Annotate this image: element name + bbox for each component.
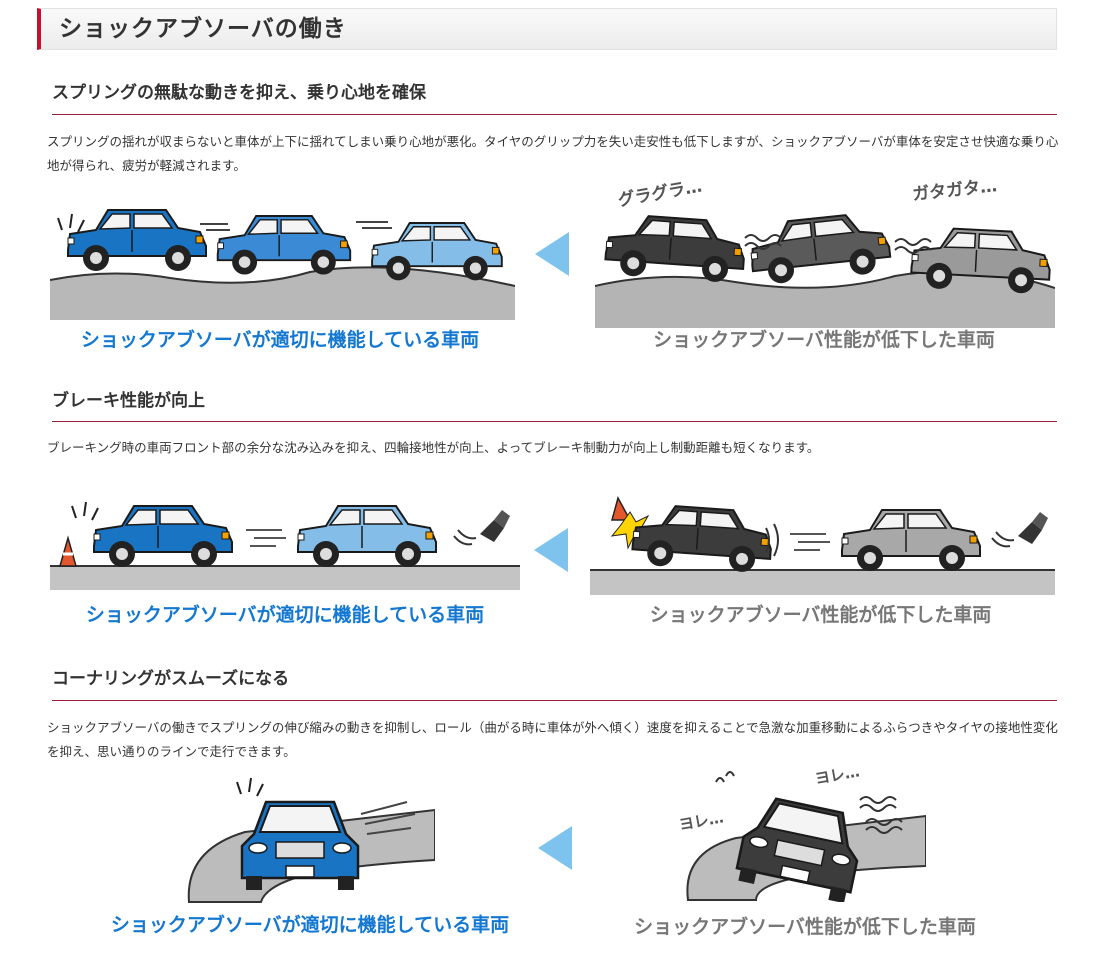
section-title-ride-comfort: スプリングの無駄な動きを抑え、乗り心地を確保 (52, 83, 426, 103)
section-title-cornering: コーナリングがスムーズになる (52, 669, 290, 689)
sfx-text: ヨレ… (814, 762, 861, 788)
section-text-braking: ブレーキング時の車両フロント部の余分な沈み込みを抑え、四輪接地性が向上、よってブ… (47, 440, 820, 455)
comparison-arrow-icon (534, 528, 568, 572)
sfx-text: ガタガタ… (911, 178, 998, 205)
section-divider (52, 700, 1057, 701)
page-header: ショックアブソーバの働き (37, 8, 1057, 50)
section-text-ride-comfort: スプリングの揺れが収まらないと車体が上下に揺れてしまい乗り心地が悪化。タイヤのグ… (47, 134, 1059, 173)
caption-weak-shock: ショックアブソーバ性能が低下した車両 (653, 329, 995, 351)
good-suspension-cornering-illustration (187, 777, 435, 903)
sfx-text: ヨレ… (678, 808, 725, 834)
caption-good-shock: ショックアブソーバが適切に機能している車両 (85, 604, 485, 626)
section-divider (52, 114, 1057, 115)
section-text-cornering: ショックアブソーバの働きでスプリングの伸び縮みの動きを抑制し、ロール（曲がる時に… (47, 720, 1058, 759)
sfx-text: グラグラ… (616, 178, 703, 211)
page-title: ショックアブソーバの働き (59, 16, 347, 42)
weak-suspension-bumpy-road-illustration: グラグラ… ガタガタ… (595, 178, 1055, 328)
caption-good-shock: ショックアブソーバが適切に機能している車両 (110, 914, 510, 936)
caption-weak-shock: ショックアブソーバ性能が低下した車両 (649, 604, 992, 626)
good-suspension-bumpy-road-illustration (50, 209, 515, 320)
comparison-arrow-icon (538, 826, 572, 870)
caption-good-shock: ショックアブソーバが適切に機能している車両 (80, 329, 480, 351)
weak-suspension-cornering-illustration: ヨレ… ヨレ… (678, 762, 926, 902)
good-suspension-braking-illustration (50, 501, 520, 590)
section-title-braking: ブレーキ性能が向上 (52, 391, 205, 411)
weak-suspension-braking-illustration (590, 496, 1055, 595)
section-divider (52, 421, 1057, 422)
caption-weak-shock: ショックアブソーバ性能が低下した車両 (634, 916, 976, 938)
comparison-arrow-icon (535, 232, 569, 276)
